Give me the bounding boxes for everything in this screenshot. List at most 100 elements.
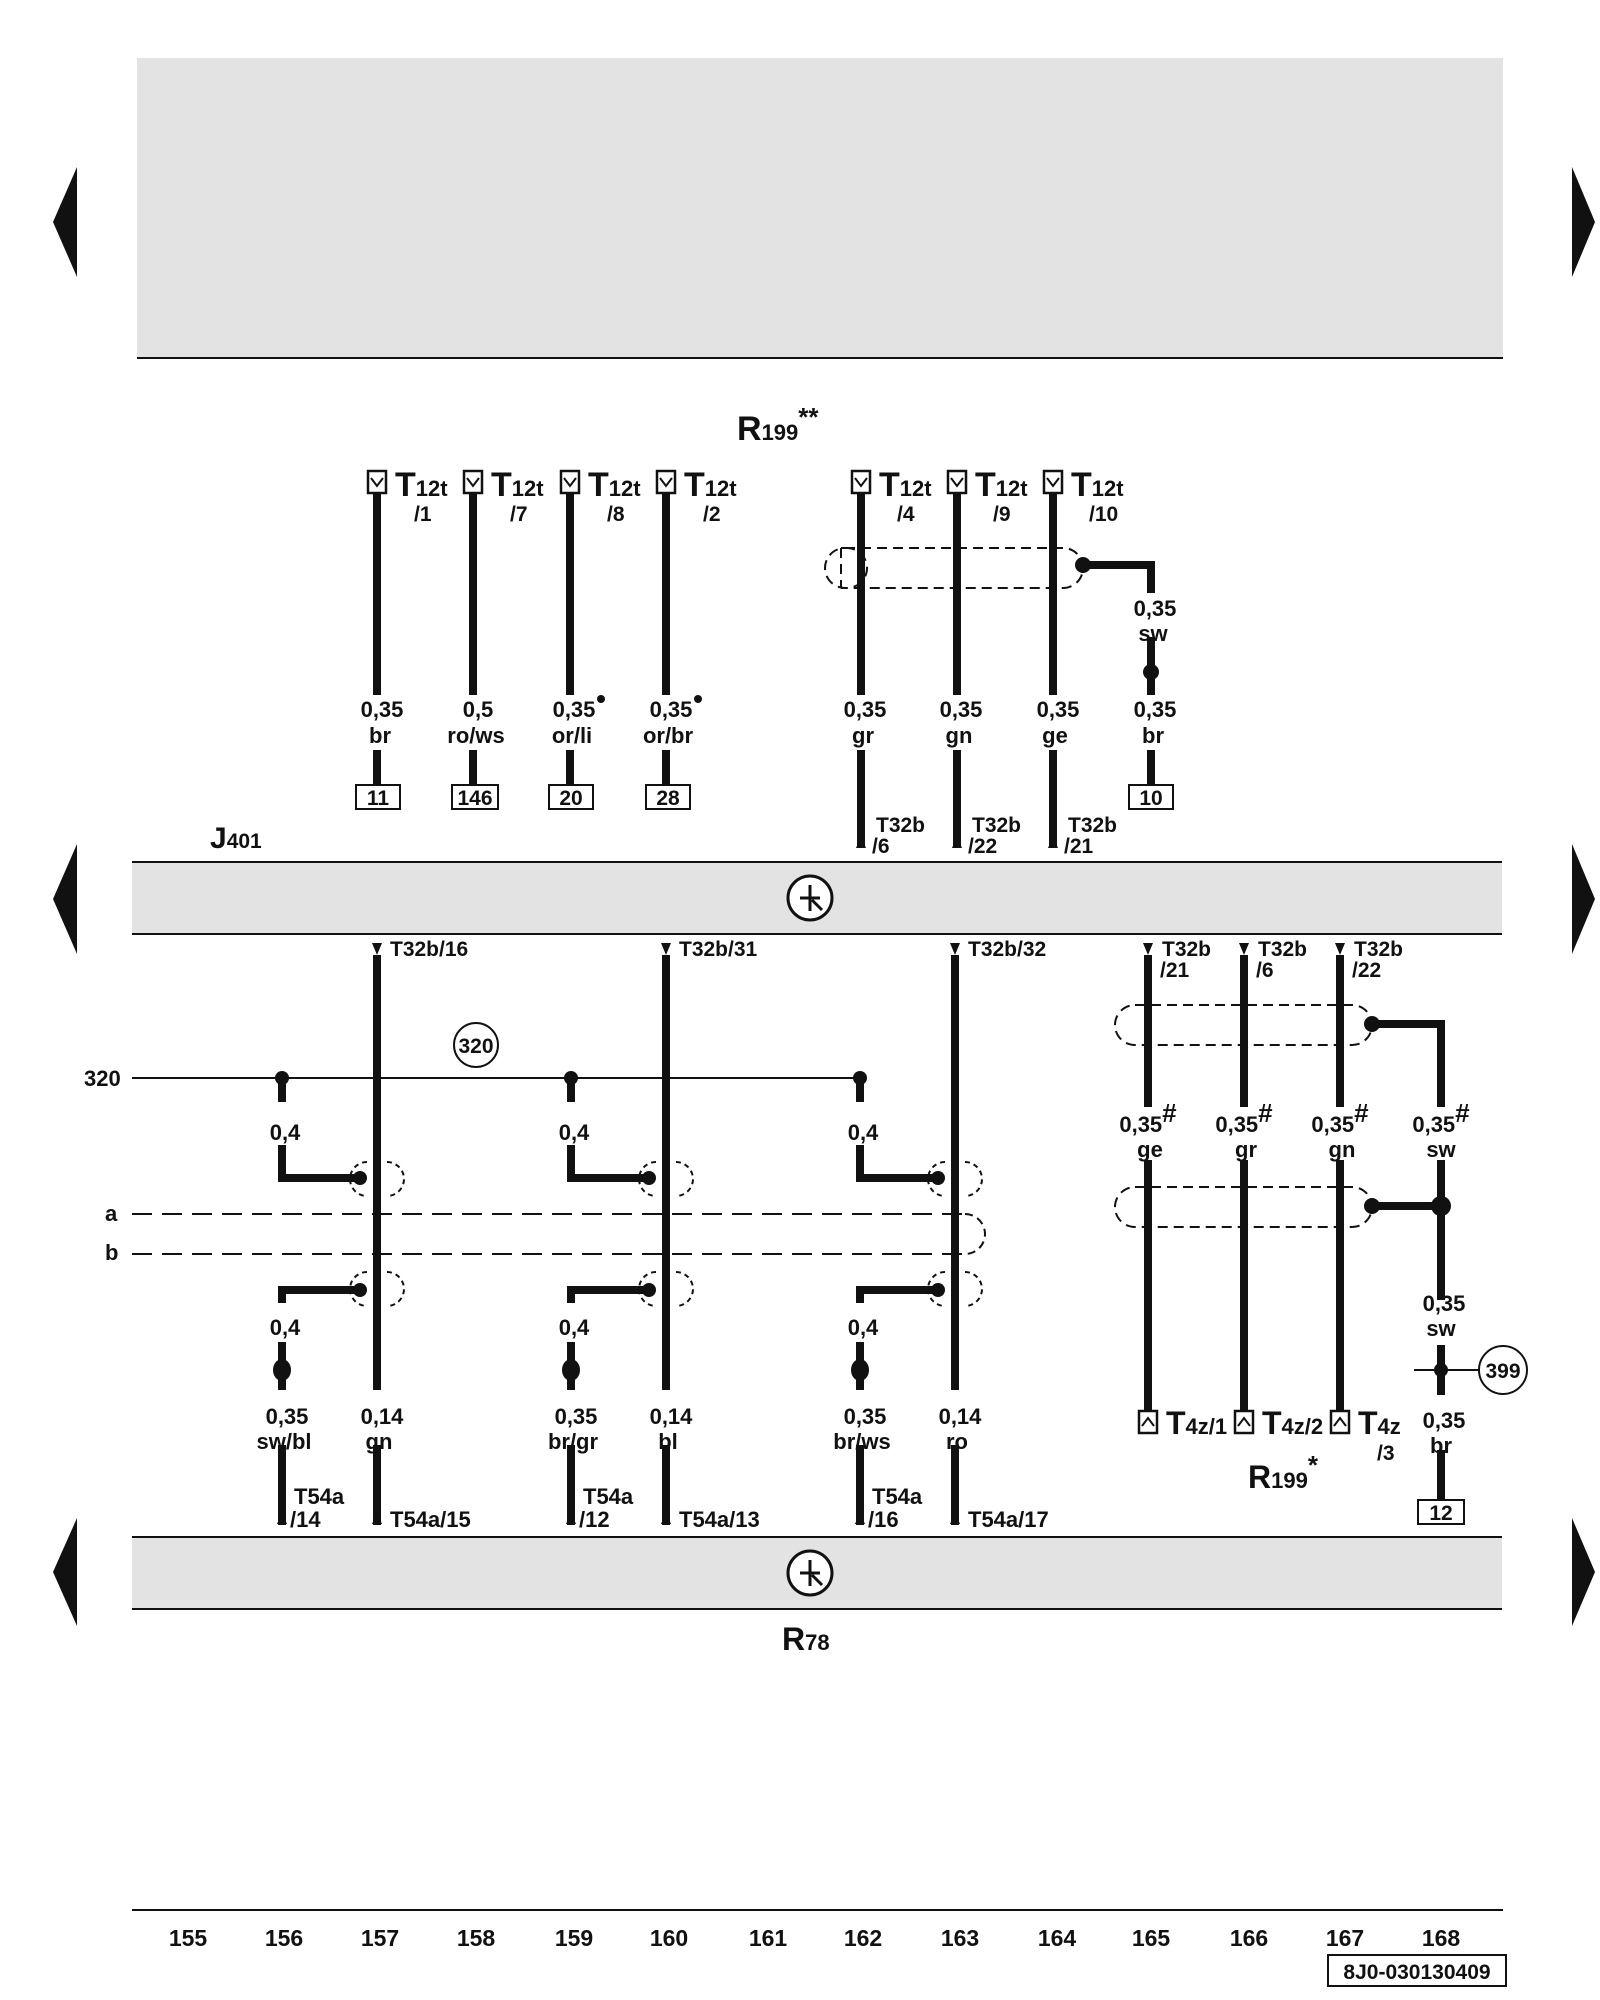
wire-color: br/gr xyxy=(548,1429,599,1454)
wire-color: or/li xyxy=(552,723,592,748)
connector-t4z-2: T4z/2 xyxy=(1262,1405,1323,1441)
track-number: 164 xyxy=(1038,1925,1077,1951)
signal-wires xyxy=(373,955,959,1525)
wire-size: 0,35 xyxy=(555,1404,598,1429)
pin-label: /22 xyxy=(968,835,997,858)
connector-symbols-t4z xyxy=(1137,1409,1351,1435)
wire-color: ro xyxy=(946,1429,968,1454)
pin-label: /12 xyxy=(579,1507,610,1532)
wire-color: gr xyxy=(852,723,874,748)
connector-t12t-4: T12t xyxy=(879,466,932,504)
wire-color: or/br xyxy=(643,723,694,748)
pin-label: T32b/31 xyxy=(679,938,758,961)
bus-label-320: 320 xyxy=(84,1066,121,1091)
component-j401: J401 xyxy=(210,822,262,855)
pin-label: T54a/15 xyxy=(390,1507,471,1532)
control-unit-icon xyxy=(786,874,834,922)
wire-color: bl xyxy=(658,1429,678,1454)
track-numbers: 155 156 157 158 159 160 161 162 163 164 … xyxy=(169,1925,1461,1951)
wire-size: 0,5 xyxy=(463,697,494,722)
wire-size: 0,35# xyxy=(1119,1098,1177,1137)
wire-color: gr xyxy=(1235,1137,1257,1162)
component-r78: R78 xyxy=(782,1621,830,1657)
bus-label-a: a xyxy=(105,1201,118,1226)
pin-label: /6 xyxy=(1256,959,1274,982)
nav-right-arrow-top[interactable] xyxy=(1572,167,1595,277)
connector-symbols-top xyxy=(366,469,1064,495)
pin-label: T32b xyxy=(1068,814,1117,837)
track-number: 161 xyxy=(749,1925,788,1951)
wire-size: 0,35# xyxy=(1311,1098,1369,1137)
nav-left-arrow-bottom[interactable] xyxy=(53,1518,77,1626)
component-r199-bottom: R199* xyxy=(1248,1450,1319,1495)
pin-label: /21 xyxy=(1160,959,1190,982)
wire-size: 0,14 xyxy=(361,1404,405,1429)
wire-color: ge xyxy=(1042,723,1068,748)
pin-label: /22 xyxy=(1352,959,1381,982)
pin-arrows-r78 xyxy=(277,1512,960,1524)
wire-color: sw/bl xyxy=(256,1429,311,1454)
reference-circle-label: 399 xyxy=(1485,1360,1520,1383)
wire-size: 0,4 xyxy=(848,1120,879,1145)
shield-top-outline xyxy=(824,547,1084,589)
pin-label: T32b/16 xyxy=(390,938,468,961)
wire-size: 0,35 xyxy=(1134,596,1177,621)
track-number: 155 xyxy=(169,1925,208,1951)
wire-size: 0,35 xyxy=(553,697,596,722)
wire-color: ge xyxy=(1137,1137,1163,1162)
wire-color: br xyxy=(1430,1433,1452,1458)
shield-right-bottom xyxy=(1114,1186,1373,1228)
pin-label: T32b xyxy=(876,814,925,837)
connector-notches-top xyxy=(370,477,1060,488)
connector-t12t-7: T12t xyxy=(491,466,544,504)
track-number: 166 xyxy=(1230,1925,1268,1951)
pin-label: T32b xyxy=(1258,938,1307,961)
connector-t12t-8: T12t xyxy=(588,466,641,504)
splice-dot xyxy=(1143,664,1159,680)
shield-crossings xyxy=(349,1161,983,1307)
reference-boxes-top xyxy=(355,784,1174,810)
pin-label: T54a xyxy=(872,1484,923,1509)
wire-color: sw xyxy=(1426,1137,1456,1162)
wire-size: 0,35# xyxy=(1215,1098,1273,1137)
wire-size: 0,4 xyxy=(559,1315,590,1340)
pin-label: T32b xyxy=(972,814,1021,837)
connector-pin: /10 xyxy=(1089,503,1118,526)
pin-label: /14 xyxy=(290,1507,321,1532)
component-r199-top: R199** xyxy=(737,402,819,448)
nav-left-arrow-middle[interactable] xyxy=(53,844,77,954)
pin-arrows-j401-top xyxy=(856,836,1058,848)
connector-pin: /3 xyxy=(1377,1442,1395,1465)
wire-color: br xyxy=(369,723,391,748)
nav-right-arrow-bottom[interactable] xyxy=(1572,1518,1595,1626)
pin-label: /16 xyxy=(868,1507,899,1532)
pin-label: T54a/13 xyxy=(679,1507,760,1532)
wire-size: 0,4 xyxy=(559,1120,590,1145)
bridge-dots xyxy=(273,1071,945,1381)
reference-box-12 xyxy=(1417,1499,1465,1525)
connector-pin: /7 xyxy=(510,503,528,526)
reference-box-label: 12 xyxy=(1429,1502,1452,1525)
right-wires xyxy=(1144,955,1445,1500)
wire-size: 0,35# xyxy=(1412,1098,1470,1137)
wire-color: gn xyxy=(946,723,973,748)
marker-dot xyxy=(694,695,702,703)
track-number: 158 xyxy=(457,1925,496,1951)
wire-color: sw xyxy=(1426,1316,1456,1341)
track-number: 159 xyxy=(555,1925,593,1951)
wire-size: 0,35 xyxy=(266,1404,309,1429)
reference-box-10: 10 xyxy=(1139,787,1162,810)
wire-color: gn xyxy=(1329,1137,1356,1162)
bus-label-b: b xyxy=(105,1240,118,1265)
reference-circle-label: 320 xyxy=(458,1035,493,1058)
marker-dot xyxy=(597,695,605,703)
connector-t12t-10: T12t xyxy=(1071,466,1124,504)
shield-right-top xyxy=(1114,1004,1373,1046)
connector-pin: /8 xyxy=(607,503,625,526)
nav-left-arrow-top[interactable] xyxy=(53,167,77,277)
track-number: 162 xyxy=(844,1925,882,1951)
wire-color: sw xyxy=(1138,621,1168,646)
nav-right-arrow-middle[interactable] xyxy=(1572,844,1595,954)
pin-label: T54a xyxy=(583,1484,634,1509)
